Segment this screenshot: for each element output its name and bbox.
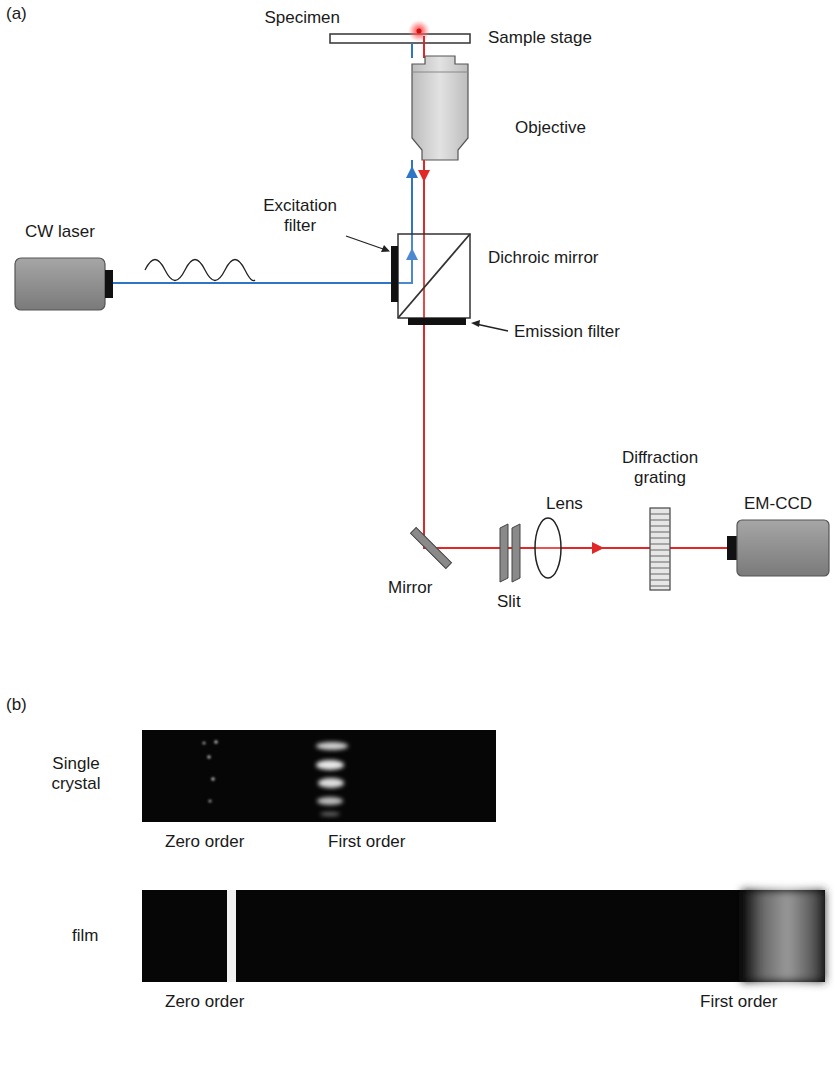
order-label: Zero order: [165, 832, 244, 852]
leader-line: [346, 236, 386, 250]
order-label: Zero order: [165, 992, 244, 1012]
spectrum-image: [142, 730, 496, 822]
spot: [316, 760, 344, 770]
first-order-band: [742, 890, 825, 982]
row-label: Single crystal: [36, 754, 116, 794]
spot: [318, 778, 344, 788]
part-label: Objective: [515, 118, 586, 138]
laser-body: [15, 258, 105, 310]
leader-arrowhead: [471, 320, 480, 327]
spot: [202, 741, 205, 744]
slit-plate: [512, 524, 520, 582]
spot: [214, 740, 218, 744]
grating-lines: [650, 514, 670, 586]
diffraction-grating: [650, 508, 670, 590]
part-label: CW laser: [5, 222, 115, 242]
sample-stage: [330, 34, 470, 43]
excitation-beam: [411, 43, 413, 58]
spot: [211, 777, 215, 781]
order-label: First order: [328, 832, 405, 852]
objective-lens: [412, 56, 468, 160]
spot: [208, 799, 211, 802]
dichroic-mirror: [398, 234, 470, 318]
excitation-filter: [391, 246, 398, 302]
part-label: Mirror: [388, 578, 432, 598]
laser-aperture: [105, 270, 113, 298]
beam-arrowhead: [418, 170, 430, 182]
spot: [207, 755, 211, 759]
spectrum-image: [142, 890, 825, 982]
emission-beam: [424, 160, 727, 548]
specimen-dot: [417, 29, 422, 34]
part-label: Slit: [497, 592, 521, 612]
dichroic-cube: [398, 234, 470, 318]
lens: [535, 518, 561, 578]
part-label: EM-CCD: [723, 494, 833, 514]
part-label: Specimen: [264, 8, 340, 28]
zero-order-spots: [202, 740, 217, 802]
panel-letter: (b): [6, 695, 27, 715]
mirror: [410, 527, 451, 568]
part-label: Dichroic mirror: [488, 248, 599, 268]
spot: [317, 797, 343, 805]
objective-ring: [412, 72, 468, 73]
spot: [316, 742, 348, 750]
order-label: First order: [700, 992, 777, 1012]
row-label: film: [72, 926, 98, 946]
zero-order-line: [227, 890, 236, 982]
part-label: Sample stage: [488, 28, 592, 48]
slit-plate: [500, 524, 508, 582]
part-label: Excitation filter: [245, 196, 355, 236]
leader-arrowhead: [381, 245, 390, 252]
excitation-beam: [113, 160, 412, 283]
emission-beam: [423, 36, 425, 58]
spot: [320, 812, 340, 816]
leader-line: [476, 324, 508, 331]
part-label: Emission filter: [514, 322, 620, 342]
panel-letter: (a): [6, 4, 27, 24]
wave-symbol: [145, 260, 255, 281]
beam-arrowhead: [406, 166, 418, 178]
part-label: Diffraction grating: [608, 448, 712, 488]
emission-filter: [408, 318, 466, 325]
first-order-spots: [316, 742, 348, 816]
specimen-glow: [408, 20, 430, 42]
part-label: Lens: [546, 494, 583, 514]
beam-arrowhead: [592, 542, 604, 554]
camera-aperture: [727, 536, 737, 560]
camera-body: [737, 520, 829, 576]
